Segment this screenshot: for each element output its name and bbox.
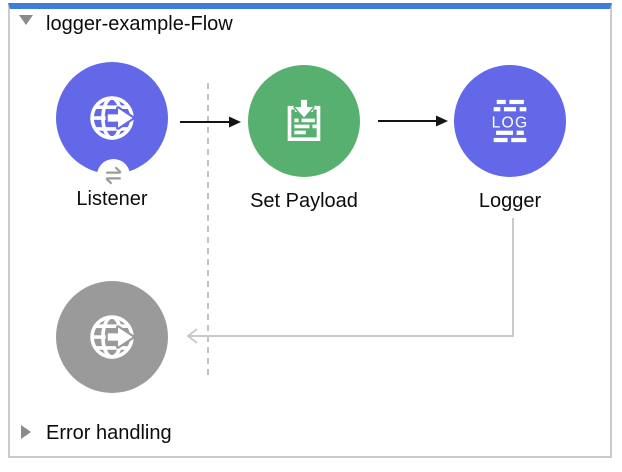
node-listener[interactable] — [56, 62, 168, 174]
set-payload-inbox-icon — [287, 98, 321, 141]
node-set-payload[interactable] — [248, 65, 360, 177]
error-handling-expand-toggle-icon[interactable] — [21, 425, 31, 439]
logger-icon-text: LOG — [492, 115, 529, 132]
flow-title[interactable]: logger-example-Flow — [46, 13, 233, 35]
node-label-listener: Listener — [76, 188, 148, 210]
node-logger[interactable]: LOG — [454, 65, 566, 177]
flow-collapse-toggle-icon[interactable] — [19, 15, 33, 25]
http-listener-globe-icon — [90, 96, 135, 140]
message-exchange-icon — [105, 166, 122, 185]
http-response-globe-icon — [90, 315, 135, 359]
node-response-listener[interactable] — [56, 281, 168, 393]
error-handling-label[interactable]: Error handling — [46, 422, 172, 444]
listener-exchange-badge[interactable] — [97, 159, 130, 192]
node-label-set-payload: Set Payload — [250, 190, 358, 212]
logger-bars-icon: LOG — [492, 99, 529, 143]
node-label-logger: Logger — [478, 190, 542, 212]
